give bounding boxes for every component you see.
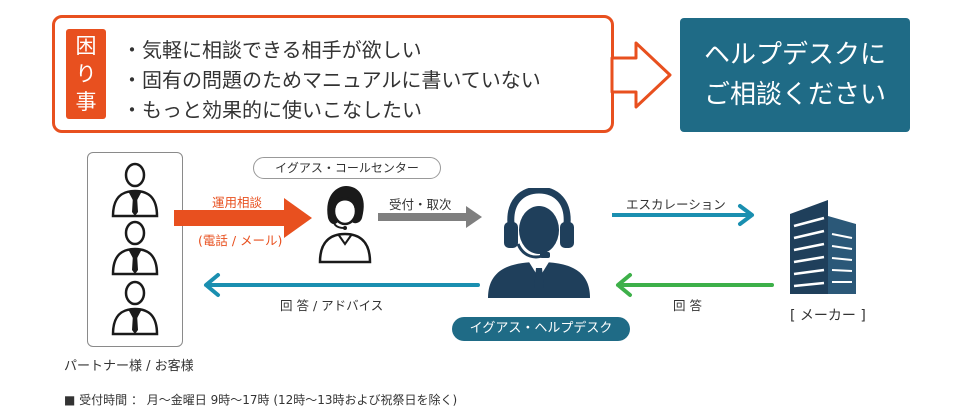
answer-from-maker-label: 回 答: [673, 298, 702, 313]
reception-arrow: [378, 206, 482, 228]
help-line: ご相談ください: [703, 80, 886, 110]
building-icon: [790, 200, 856, 294]
businessman-icon: [111, 220, 159, 276]
escalation-label: エスカレーション: [626, 197, 726, 212]
escalation-arrow: [612, 204, 754, 226]
businessman-icon: [111, 162, 159, 218]
businessman-icon: [111, 280, 159, 336]
problem-tag: 困 り 事: [66, 29, 106, 119]
problem-item: ・気軽に相談できる相手が欲しい: [122, 38, 422, 62]
customer-label: パートナー様 / お客様: [64, 359, 194, 374]
problem-tag-char: 事: [75, 90, 97, 114]
consult-arrow: [174, 198, 312, 238]
problem-tag-char: 困: [75, 34, 97, 58]
problem-item: ・もっと効果的に使いこなしたい: [122, 98, 422, 122]
reception-label: 受付・取次: [389, 197, 452, 212]
maker-label: [ メーカー ]: [790, 308, 866, 324]
consult-sub-label: (電話 / メール): [198, 233, 283, 248]
operator-icon: [318, 186, 372, 264]
answer-to-customer-label: 回 答 / アドバイス: [280, 298, 384, 313]
help-box: ヘルプデスクに ご相談ください: [680, 18, 910, 132]
reception-hours-note: ■ 受付時間 ： 月～金曜日 9時～17時 (12時～13時および祝祭日を除く): [64, 393, 458, 407]
problem-tag-char: り: [75, 62, 97, 86]
problem-box: [52, 15, 614, 133]
callcenter-label: イグアス・コールセンター: [253, 157, 441, 179]
banner-arrow-icon: [610, 41, 672, 109]
helpdesk-label: イグアス・ヘルプデスク: [452, 317, 630, 341]
answer-to-customer-arrow: [204, 273, 480, 297]
help-line: ヘルプデスクに: [703, 40, 886, 70]
problem-item: ・固有の問題のためマニュアルに書いていない: [122, 68, 541, 92]
consult-label: 運用相談: [212, 195, 263, 210]
answer-from-maker-arrow: [616, 273, 774, 297]
headset-agent-icon: [488, 188, 590, 298]
